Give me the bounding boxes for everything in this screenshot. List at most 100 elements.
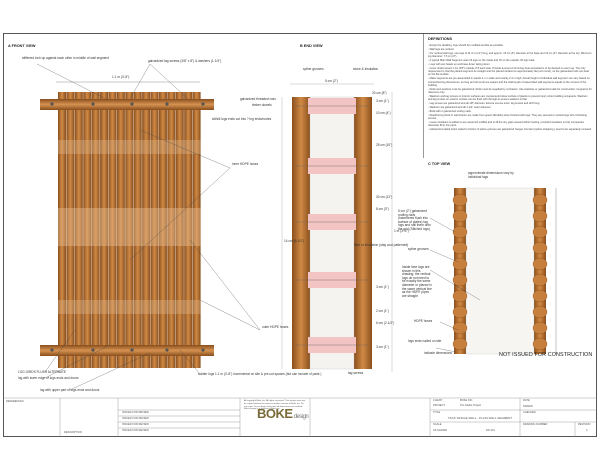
note-item: - Except for detailing, logs should be m… xyxy=(428,44,504,47)
end-timber-dowels: timber dowels xyxy=(252,103,272,107)
tb-rev-3: ISSUED FOR REVIEW xyxy=(122,429,149,432)
top-logs-ends: logs ends nailed on site xyxy=(408,339,442,343)
note-item: - Make segments are pre-assembled in pan… xyxy=(428,77,590,87)
end-view-title: B END VIEW xyxy=(300,44,323,48)
tb-drawing-no: DP-101 xyxy=(486,429,495,432)
end-dim-2: 1 m (3'-4") xyxy=(394,229,409,233)
end-note-10: tag screws xyxy=(348,371,364,375)
note-item: - Logs with wet heads up and base down f… xyxy=(428,62,491,66)
vertical-log xyxy=(133,92,142,368)
vertical-log xyxy=(142,92,151,368)
end-note-5: fibre or insulation (stay cool patterned… xyxy=(354,243,409,247)
end-note-8: 6 cm (2-1/2") xyxy=(376,321,395,325)
vertical-log xyxy=(58,92,67,368)
note-item: - Loose insulation is added to any areas… xyxy=(428,120,585,128)
tb-copyright: All copyright Boke Inc. All rights reser… xyxy=(244,400,305,411)
top-indicate: indicate dimensions xyxy=(424,351,452,355)
tb-field-date: DATE xyxy=(523,399,530,402)
vertical-log xyxy=(175,92,184,368)
vertical-log xyxy=(108,92,117,368)
vertical-log xyxy=(184,92,193,368)
note-item: - Washers and lag screws on interior sur… xyxy=(428,94,588,102)
tb-field-scale: SCALE xyxy=(433,423,442,426)
not-issued-stamp: NOT ISSUED FOR CONSTRUCTION xyxy=(499,352,593,358)
bottom-rod-band xyxy=(40,345,214,356)
tb-references: REFERENCES xyxy=(6,400,24,403)
front-bottom-1: LOG GIRDS FLUSH ALTERNATE xyxy=(18,370,67,374)
top-approx: approximate dimensions vary by individua… xyxy=(468,171,514,179)
boke-logo: BOKEdesign xyxy=(257,406,309,421)
front-outer-hdpe: outer HDPE hoses xyxy=(262,325,289,329)
front-inner-hdpe: inner HDPE hoses xyxy=(232,162,259,166)
front-top-note: stiffened inch up against each other in … xyxy=(22,56,109,60)
end-dim-3: 14 cm (5-1/2") xyxy=(284,239,305,243)
end-stone-line: stone & insulation xyxy=(353,67,379,71)
end-note-3: 30 cm (12") xyxy=(376,195,393,199)
note-item: - Washers are galvanized and all 1-1/4" … xyxy=(428,105,492,109)
note-item: - Rods and washers must be galvanized. R… xyxy=(428,87,592,95)
tb-rev-1: ISSUED FOR REVIEW xyxy=(122,417,149,420)
vertical-log xyxy=(83,92,92,368)
vertical-log xyxy=(74,92,83,368)
tb-description: DESCRIPTION xyxy=(64,431,82,434)
front-view-title: A FRONT VIEW xyxy=(8,44,36,48)
front-bottom-3: log with upper part of logs ends and doo… xyxy=(40,388,100,392)
note-item: - Galvanized nailed strips nailed to bot… xyxy=(428,128,592,132)
end-note-9: 3 cm (1") xyxy=(376,345,389,349)
note-item: - A typical Plain Wall Segment uses 15 l… xyxy=(428,58,535,62)
vertical-log xyxy=(150,92,159,368)
note-item: - For vertical wall logs, use logs of 11… xyxy=(428,51,592,59)
front-galv-rods: galvanized tag screws (3/8" x 8") & wash… xyxy=(148,59,222,63)
top-rod-band xyxy=(40,99,214,110)
insulation-band xyxy=(58,208,201,246)
front-bottom-2: log with lower edge of logs ends and doo… xyxy=(18,376,79,380)
note-item: - Lag screws are galvanized and all 1/8"… xyxy=(428,102,541,106)
tb-drawing-title: TACK SINGLE WALL - PLAIN WALL SEGMENT xyxy=(448,416,513,420)
end-thread-rod: galvanized threaded rods xyxy=(240,97,276,101)
end-note-1: 10 cm (4") xyxy=(376,111,391,115)
top-hdpe: HDPE hoses xyxy=(414,319,433,323)
notes-panel xyxy=(423,34,597,158)
tb-rev: 0 xyxy=(586,429,588,432)
end-dim-1: 20 cm (8") xyxy=(372,91,387,95)
end-note-7: 2 cm (1") xyxy=(376,309,389,313)
tb-field-project: PROJECT xyxy=(433,404,446,407)
notes-list: - Except for detailing, logs should be m… xyxy=(428,44,592,132)
end-spline: spline grooves xyxy=(303,67,324,71)
top-inside: inside face logs are shown in this drawi… xyxy=(402,265,432,298)
end-note-4: 8 cm (3") xyxy=(376,207,389,211)
end-note-2: 25 cm (10") xyxy=(376,143,393,147)
note-item: - Build with 2 galvanized roofing nails. xyxy=(428,109,472,113)
tb-rev-2: ISSUED FOR REVIEW xyxy=(122,423,149,426)
note-item: - Reed/tuning block in wall interior are… xyxy=(428,113,587,121)
top-galv-plates: 5 cm (2") galvanized roofing nails (hamm… xyxy=(398,209,431,231)
tb-field-rev: REVISION xyxy=(578,423,591,426)
tb-field-drawn: DRAWN xyxy=(523,405,533,408)
tb-rev-0: ISSUED FOR REVIEW xyxy=(122,411,149,414)
top-view-title: C TOP VIEW xyxy=(428,162,451,166)
vertical-log xyxy=(192,92,201,368)
end-dim-0: 5 cm (2") xyxy=(325,79,338,83)
vertical-log xyxy=(167,92,176,368)
note-item: - Wall logs are vertical. xyxy=(428,47,455,51)
tb-field-checked: CHECKED xyxy=(523,411,536,414)
top-spline: spline grooves xyxy=(408,247,429,251)
tb-field-title: TITLE xyxy=(433,411,441,414)
notes-title: DEFINITIONS xyxy=(428,37,453,41)
tb-client: BOKE INC. xyxy=(460,399,474,402)
tb-project: The Model Project xyxy=(460,404,482,407)
end-note-0: 3 cm (1") xyxy=(376,99,389,103)
vertical-log xyxy=(116,92,125,368)
front-sill-tag: sill/sill logs ends cut into ? leg ends/… xyxy=(212,117,272,121)
end-note-6: 3 cm (1") xyxy=(376,285,389,289)
front-bottom-right: soldier logs 1.1 m (3'-8") incremental o… xyxy=(198,372,322,376)
tb-field-dwg: DRAWING NUMBER xyxy=(523,423,548,426)
vertical-log xyxy=(91,92,100,368)
front-width-dim: 1.1 m (3'-8") xyxy=(112,75,130,79)
vertical-log xyxy=(125,92,134,368)
note-item: - Cover shall exceed 1.1m (3'8") outside… xyxy=(428,66,590,77)
vertical-log xyxy=(66,92,75,368)
tb-scale: AS SHOWN xyxy=(433,429,448,432)
vertical-log xyxy=(158,92,167,368)
